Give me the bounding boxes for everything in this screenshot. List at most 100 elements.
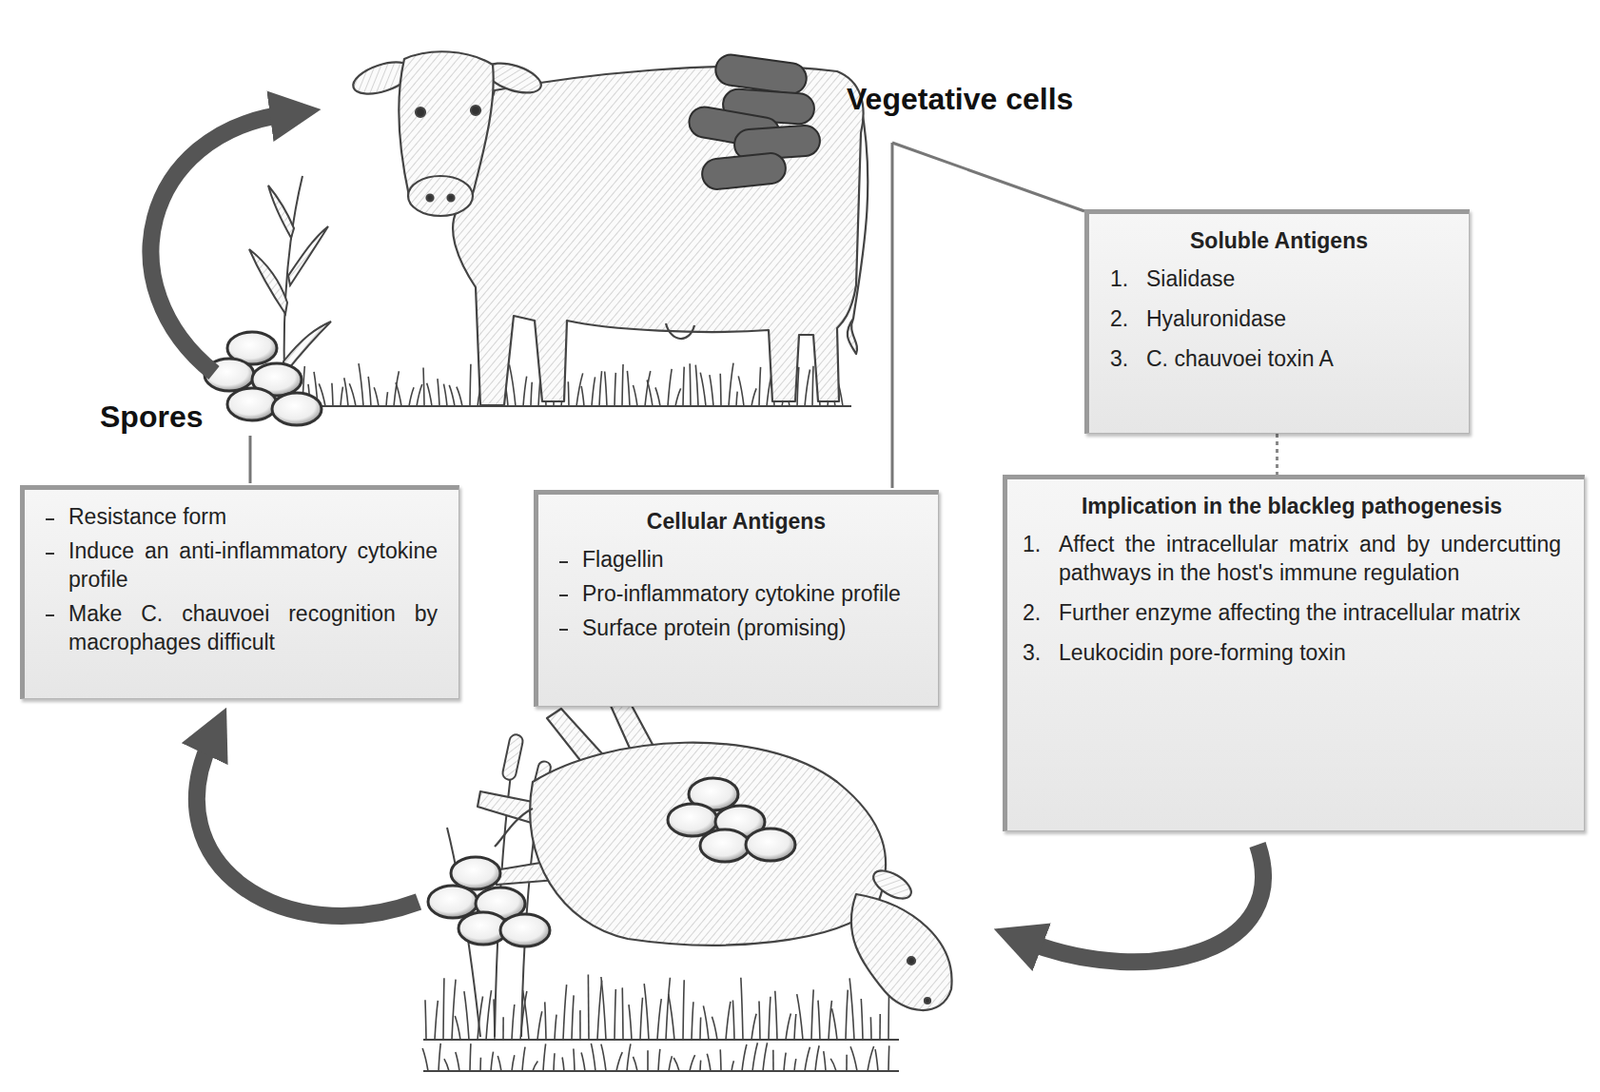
grass [711,1016,718,1040]
grass [511,1004,515,1040]
grass [804,1047,810,1072]
grass [386,391,389,407]
ground-band [423,1038,899,1041]
cycle-arrow [196,740,419,917]
grass [616,1052,623,1072]
grass [828,1000,832,1040]
grass [875,1049,879,1072]
item-text: Surface protein (promising) [582,615,846,641]
grass [794,1058,797,1072]
numbered-item: 2.Further enzyme affecting the intracell… [1022,599,1561,628]
grass [437,378,440,407]
grass [563,984,567,1040]
spore-cluster [500,914,550,947]
spore-cluster [428,857,550,947]
grass [422,1042,890,1072]
plant-stalk [288,226,329,286]
dash-item: Induce an anti-inflammatory cytokine pro… [39,537,438,595]
grass [567,381,570,407]
grass [590,1043,596,1072]
soluble-antigens-box: Soluble Antigens1.Sialidase2.Hyaluronida… [1084,209,1470,434]
standing-cow [452,66,863,406]
standing-cow [448,195,455,202]
grass [878,1014,881,1040]
grass [706,1053,711,1072]
grass [815,1045,820,1072]
grass [443,384,448,407]
grass [646,1050,649,1072]
grass [794,1014,797,1040]
item-text: Make C. chauvoei recognition by macropha… [68,601,438,655]
numbered-item: 3.C. chauvoei toxin A [1110,345,1448,374]
ground-band [423,1039,899,1072]
grass [731,1060,734,1072]
grass [655,387,661,407]
dotted-connector [1275,433,1279,475]
grass [614,989,616,1040]
cellular-antigens-box: Cellular AntigensFlagellinPro-inflammato… [533,489,939,707]
grass [643,983,649,1040]
grass [741,1044,747,1072]
standing-cow [470,105,481,116]
item-text: Pro-inflammatory cytokine profile [582,581,901,606]
grass [454,1015,461,1040]
standing-cow [665,323,695,339]
grass [772,1050,775,1072]
grass [537,1011,543,1040]
grass [719,1049,722,1072]
spore-cluster [227,388,277,421]
grass [444,1058,449,1072]
spore-cluster [204,331,322,426]
numbered-item: 2.Hyaluronidase [1110,305,1448,334]
grass [632,385,638,407]
vegetative-rods [701,151,788,191]
grass [587,974,590,1040]
grass [823,1051,826,1072]
grass [416,384,423,407]
grass [626,1043,631,1072]
grass [344,377,349,407]
box-heading: Implication in the blackleg pathogenesis [1022,492,1561,522]
grass [530,382,532,407]
item-text: Resistance form [68,504,227,529]
item-number: 1. [1110,265,1147,294]
grass [523,990,529,1040]
grass [451,979,456,1040]
grass [571,995,574,1040]
grass [562,1056,565,1072]
grass [762,1042,768,1072]
dead-cow [851,894,953,1011]
grass [668,994,675,1040]
vegetative-rods [686,52,821,191]
vegetative-cells-label: Vegetative cells [846,81,1074,118]
grass [668,1055,672,1072]
grass [442,977,446,1040]
grass [804,369,810,407]
dash-item: Make C. chauvoei recognition by macropha… [39,600,438,658]
grass [409,387,414,407]
grass [688,363,691,407]
grass [522,1047,526,1072]
grass [331,383,333,407]
plant-stalk [249,249,288,314]
item-text: Further enzyme affecting the intracellul… [1058,599,1561,628]
item-text: Flagellin [582,546,664,572]
dead-cow [924,997,931,1004]
leader-lines [891,142,895,488]
grass [434,1000,438,1040]
grass [887,1045,890,1072]
grass [614,372,616,407]
grass [646,379,653,407]
item-number: 3. [1022,639,1059,668]
spore-cluster [745,828,796,861]
grass [373,387,379,407]
grass [691,1001,694,1040]
grass [759,367,761,407]
grass [783,1053,786,1072]
grass [741,977,743,1040]
plant-stalk [249,175,332,405]
grass [553,1053,555,1072]
grass [695,365,699,407]
leader-lines [250,142,1085,488]
